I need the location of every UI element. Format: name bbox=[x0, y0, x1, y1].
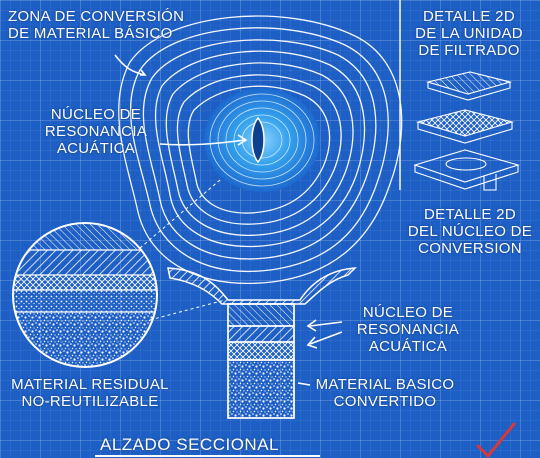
label-zona-conversion: ZONA DE CONVERSIÓN DE MATERIAL BÁSICO bbox=[8, 8, 185, 42]
label-detalle-nucleo: DETALLE 2D DEL NÚCLEO DE CONVERSION bbox=[407, 206, 533, 257]
label-material-basico: MATERIAL BASICO CONVERTIDO bbox=[315, 376, 455, 410]
sectional-column bbox=[167, 267, 357, 419]
conversion-zone-contours bbox=[118, 15, 403, 284]
filter-unit-details bbox=[413, 71, 520, 191]
label-detalle-filtrado: DETALLE 2D DE LA UNIDAD DE FILTRADO bbox=[415, 8, 523, 59]
resonance-core bbox=[204, 88, 320, 192]
label-material-residual: MATERIAL RESIDUAL NO-REUTILIZABLE bbox=[11, 376, 169, 410]
check-mark-icon bbox=[476, 422, 516, 458]
leader-arrows bbox=[114, 54, 343, 386]
label-nucleo-resonancia-right: NÚCLEO DE RESONANCIA ACUÁTICA bbox=[356, 304, 460, 355]
label-nucleo-resonancia: NÚCLEO DE RESONANCIA ACUÁTICA bbox=[44, 106, 148, 157]
label-alzado-seccional: ALZADO SECCIONAL bbox=[100, 435, 279, 454]
